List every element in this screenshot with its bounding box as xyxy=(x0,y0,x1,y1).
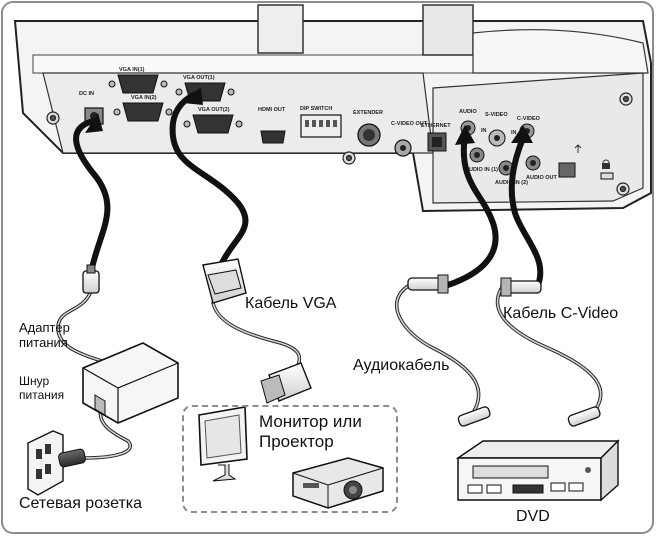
power-cord-label: Шнур питания xyxy=(19,374,65,402)
vga-in-1-port xyxy=(108,74,168,94)
label-dc-in: DC IN xyxy=(79,91,94,97)
rca-plug-audio-bottom xyxy=(457,406,491,427)
cables xyxy=(56,90,603,460)
usb-icon xyxy=(574,144,582,153)
lock-icon xyxy=(600,159,614,180)
monitor-projector-label: Монитор или Проектор xyxy=(259,412,362,451)
c-video-out-port xyxy=(394,139,412,157)
display-devices-group xyxy=(182,405,398,513)
dc-power-cable xyxy=(73,118,111,276)
audio-cable-label: Аудиокабель xyxy=(353,357,450,374)
label-vga-in-2: VGA IN(2) xyxy=(131,95,157,101)
audio-in-1-jack xyxy=(469,147,485,163)
rca-plug-cvideo-top xyxy=(500,277,542,297)
arrow-heads xyxy=(85,87,533,145)
power-outlet-label: Сетевая розетка xyxy=(19,495,143,512)
label-vga-out-2: VGA OUT(2) xyxy=(198,107,230,113)
label-c-video-out: C-VIDEO OUT xyxy=(391,121,428,127)
audio-cable-line xyxy=(445,132,499,288)
cvideo-cable-label: Кабель C-Video xyxy=(503,305,619,322)
usb-port xyxy=(558,162,576,178)
rca-plug-cvideo-bottom xyxy=(567,406,601,427)
extender-port xyxy=(357,123,381,147)
audio-out-jack xyxy=(525,155,541,171)
cvideo-cable-line xyxy=(508,135,544,288)
label-in-video: IN xyxy=(511,130,517,136)
projector-icon xyxy=(292,457,384,509)
vga-in-2-port xyxy=(113,102,173,122)
label-dip-switch: DIP SWITCH xyxy=(300,106,332,112)
label-vga-out-1: VGA OUT(1) xyxy=(183,75,215,81)
label-audio: AUDIO xyxy=(459,109,477,115)
monitor-icon xyxy=(198,406,248,482)
label-hdmi-out: HDMI OUT xyxy=(258,107,286,113)
label-vga-in-1: VGA IN(1) xyxy=(119,67,145,73)
power-outlet xyxy=(27,430,64,496)
vga-out-2-port xyxy=(183,114,243,134)
dip-switch xyxy=(300,114,342,138)
ethernet-port xyxy=(427,132,447,152)
label-c-video: C-VIDEO xyxy=(517,116,541,122)
power-plug xyxy=(58,448,86,468)
dc-plug xyxy=(82,264,100,294)
power-adapter xyxy=(82,342,179,424)
power-adapter-label: Адаптер питания xyxy=(19,320,70,350)
vga-plug-bottom xyxy=(260,362,312,404)
label-ethernet: ETHERNET xyxy=(421,123,451,129)
label-in-audio: IN xyxy=(481,128,487,134)
vga-cable-label: Кабель VGA xyxy=(245,295,337,312)
hdmi-out-port xyxy=(260,130,286,144)
vga-cable-line xyxy=(169,90,249,268)
vga-plug-top xyxy=(202,258,247,304)
rca-plug-audio-top xyxy=(407,274,449,294)
panel-screws xyxy=(46,92,633,196)
label-audio-in-1: AUDIO IN (1) xyxy=(465,167,498,173)
label-extender: EXTENDER xyxy=(353,110,383,116)
label-s-video: S-VIDEO xyxy=(485,112,508,118)
dvd-player-icon xyxy=(455,439,620,502)
s-video-jack xyxy=(488,129,506,147)
label-audio-out: AUDIO OUT xyxy=(526,175,558,181)
connection-diagram: DC IN VGA IN(1) VGA IN(2) VGA OUT(1) VGA… xyxy=(13,4,652,509)
dvd-label: DVD xyxy=(516,508,550,525)
